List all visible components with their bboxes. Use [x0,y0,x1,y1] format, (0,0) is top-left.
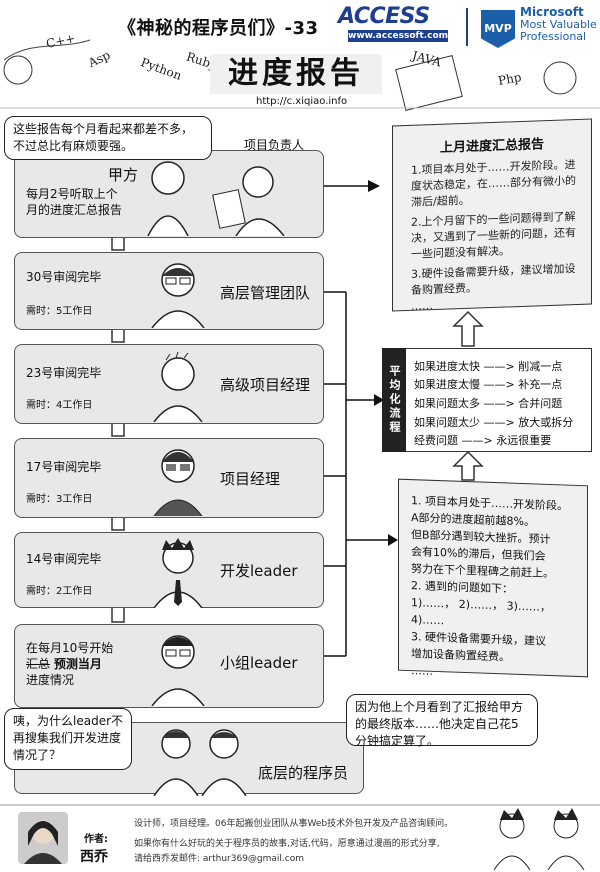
author-bio: 设计师，项目经理。06年起搬创业团队从事Web技术外包开发及产品咨询顾问。 [134,819,454,829]
raw-report: 1. 项目本月处于……开发阶段。 A部分的进度超前越8%。 但B部分遇到较大挫折… [398,478,588,678]
contact-line2[interactable]: 请给西乔发邮件: arthur369@gmail.com [134,854,305,864]
programmers-figures [153,729,247,796]
senior-pm-figure [153,351,203,422]
contact-line1: 如果你有什么好玩的关于程序员的故事,对话,代码，愿意通过漫画的形式分享, [134,839,440,849]
author-photo [24,820,62,864]
mvp-line3: Professional [520,30,587,43]
rule-line-5: 经费问题 ——> 永远很重要 [414,434,552,447]
stage-5-line3: 进度情况 [26,673,75,687]
question-bubble: 咦，为什么leader不再搜集我们开发进度情况了？ [4,708,132,770]
footer-doodle [493,808,585,870]
stage-4-role: 开发leader [220,562,298,580]
programmers-role: 底层的程序员 [258,764,349,782]
stage-4-time: 需时：2工作日 [26,586,93,597]
stage-5-line2: 预测当月 [53,657,102,671]
stage-1-time: 需时：5工作日 [26,306,93,317]
arrow-up-right-1 [452,310,484,347]
access-url[interactable]: www.accessoft.com [348,30,449,42]
arrow-up-right-2 [452,450,484,481]
pm-label: 项目负责人 [244,138,305,152]
client-figures [147,161,285,236]
arrow-to-summary [368,180,380,192]
stage-3-done: 17号审阅完毕 [26,460,102,474]
rules-side-label: 平均化流程 [382,348,406,452]
arrow-to-rawdoc [388,534,398,546]
stage-2-time: 需时：4工作日 [26,400,93,411]
client-note: 每月2号听取上个月的进度汇总报告 [26,187,123,217]
author-label: 作者: [84,834,108,845]
stage-5-role: 小组leader [220,654,298,672]
stage-1-done: 30号审阅完毕 [26,270,102,284]
answer-bubble: 因为他上个月看到了汇报给甲方的最终版本……他决定自己花5分钟搞定算了。 [346,694,538,748]
stage-5-text: 在每月10号开始 汇总 预测当月 进度情况 [26,640,113,688]
dev-leader-figure [153,538,203,608]
summary-report: 上月进度汇总报告 1.项目本月处于……开发阶段。进度状态稳定，在……部分有微小的… [392,118,592,313]
logo-divider [466,8,468,46]
arrow-to-rules [374,394,384,406]
stage-2-role: 高级项目经理 [220,376,311,394]
access-logo-text: ACCESS [338,4,430,29]
rule-line-2: 如果进度太慢 ——> 补充一点 [414,378,563,391]
mvp-line2: Most Valuable [520,18,597,31]
author-name: 西乔 [80,849,108,865]
rule-line-3: 如果问题太多 ——> 合并问题 [414,397,563,410]
rule-line-4: 如果问题太少 ——> 放大或拆分 [414,416,574,429]
stage-2-done: 23号审阅完毕 [26,366,102,380]
raw-l7: 1)……， 2)……， 3)……， 4)…… [411,596,551,628]
series-title: 《神秘的程序员们》-33 [118,18,319,39]
client-label: 甲方 [108,166,139,184]
rules-box [382,348,592,452]
senior-manager-figure [151,263,205,328]
stage-3-role: 项目经理 [220,470,281,488]
stage-5-line1: 在每月10号开始 [26,641,114,655]
header: C++ Asp Python Ruby JAVA Php 《神秘的程序员们》-3… [0,0,600,112]
raw-report-body: 1. 项目本月处于……开发阶段。 A部分的进度超前越8%。 但B部分遇到较大挫折… [399,480,587,686]
stage-1-role: 高层管理团队 [220,284,311,302]
footer-divider [0,804,600,806]
rule-line-1: 如果进度太快 ——> 削减一点 [414,360,563,373]
site-url[interactable]: http://c.xiqiao.info [256,96,348,107]
stage-4-done: 14号审阅完毕 [26,552,102,566]
team-leader-figure [151,635,205,706]
pm-figure [153,449,203,516]
client-bubble: 这些报告每个月看起来都差不多，不过总比有麻烦要强。 [4,116,212,160]
mvp-line1: Microsoft [520,5,584,19]
stage-5-strike: 汇总 [26,657,51,671]
header-doodles [0,39,600,111]
page-title: 进度报告 [210,54,382,94]
mvp-text: Microsoft Most Valuable Professional [520,6,600,43]
summary-p1: 1.项目本月处于……开发阶段。进度状态稳定，在……部分有微小的滞后/超前。 [411,158,576,209]
summary-p2: 2.上个月留下的一些问题得到了解决，又遇到了一些新的问题，还有一些问题没有解决。 [411,210,576,261]
access-logo[interactable]: ACCESS [338,4,452,46]
stage-3-time: 需时：3工作日 [26,494,93,505]
author-avatar [18,812,68,864]
